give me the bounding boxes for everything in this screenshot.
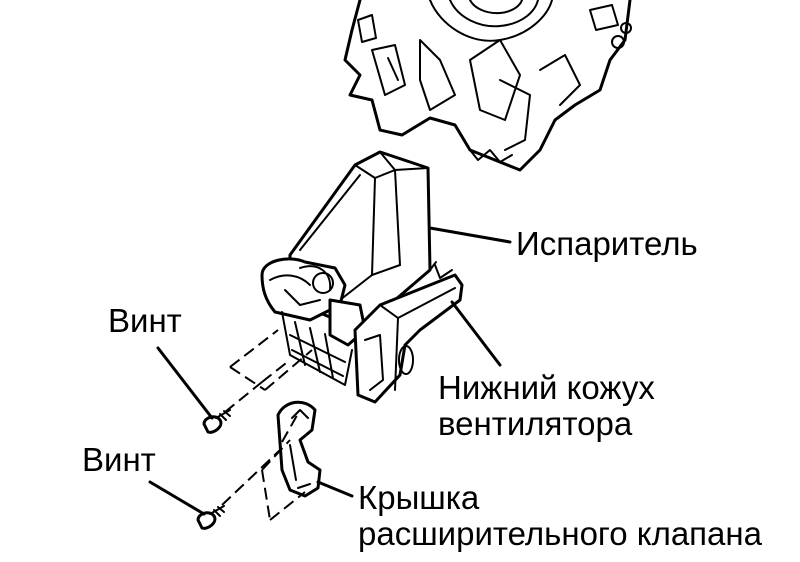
- upper-unit-housing: [343, 0, 632, 172]
- screw-bottom: [196, 505, 225, 530]
- lower-fan-housing: [353, 261, 464, 404]
- label-lower-fan-housing: Нижний кожух вентилятора: [438, 370, 655, 442]
- label-expansion-valve-cover-line1: Крышка: [358, 479, 480, 516]
- label-screw-top: Винт: [108, 302, 182, 339]
- label-screw-bottom: Винт: [82, 441, 156, 478]
- label-expansion-valve-cover: Крышка расширительного клапана: [358, 480, 762, 552]
- label-expansion-valve-cover-line2: расширительного клапана: [358, 515, 762, 552]
- leader-valve-cover: [316, 480, 354, 498]
- label-evaporator: Испаритель: [516, 225, 698, 262]
- leader-screw-bottom: [148, 480, 206, 516]
- label-lower-fan-housing-line1: Нижний кожух: [438, 369, 655, 406]
- label-lower-fan-housing-line2: вентилятора: [438, 405, 633, 442]
- screw-top: [202, 409, 231, 434]
- assembly-dashed-lines: [221, 329, 313, 521]
- leader-fan-housing: [450, 300, 502, 367]
- leader-lines: [148, 226, 512, 516]
- leader-evaporator: [428, 226, 512, 244]
- expansion-valve-cover: [276, 400, 322, 498]
- leader-screw-top: [156, 346, 214, 420]
